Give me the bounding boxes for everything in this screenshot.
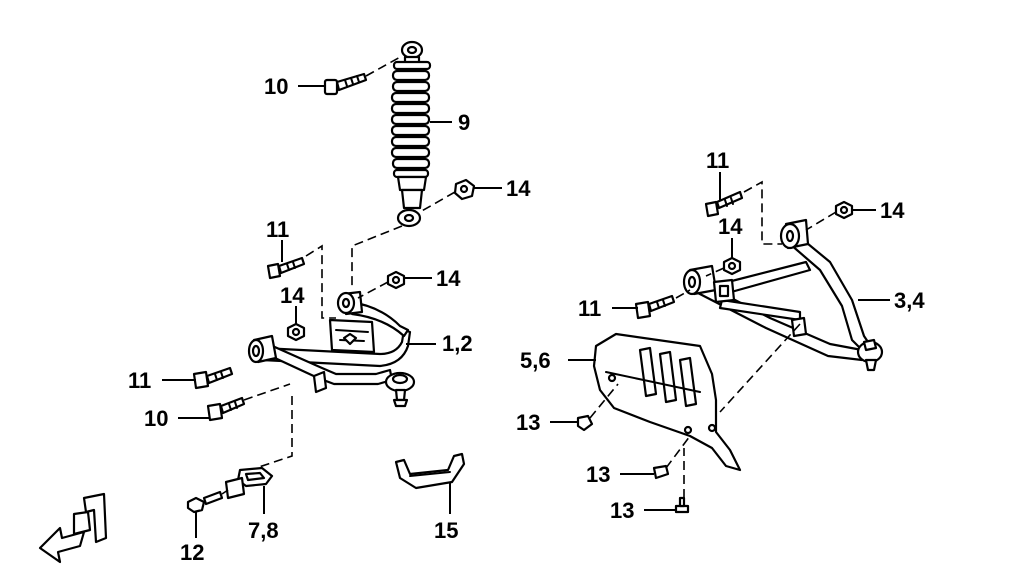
label-11-left-low: 11 [128, 368, 151, 393]
bolt-10-top [323, 72, 368, 96]
label-14-left-b: 14 [436, 266, 461, 291]
label-15: 15 [434, 518, 458, 543]
nut-14-left-a [286, 322, 306, 342]
label-11-right: 11 [706, 148, 729, 173]
label-10-top: 10 [264, 74, 288, 99]
part-labels: 10 9 14 11 14 14 1,2 11 10 12 7,8 15 11 … [128, 74, 925, 565]
shock-absorber [390, 40, 432, 228]
bolt-11-left [266, 256, 306, 280]
bolt-11-right-low [634, 294, 676, 320]
nut-14-right-b [834, 200, 854, 220]
label-1-2: 1,2 [442, 331, 473, 356]
label-14-right-b: 14 [880, 198, 905, 223]
front-direction-arrow-icon [38, 492, 108, 564]
nut-14-right-a [722, 256, 742, 276]
bolt-10-low [206, 396, 246, 422]
skid-plate [592, 332, 742, 472]
screw-13-a [576, 414, 594, 432]
label-9: 9 [458, 110, 470, 135]
screw-13-c [674, 496, 690, 514]
nut-14-left-b [386, 270, 406, 290]
leader-lines [162, 85, 890, 538]
label-5-6: 5,6 [520, 348, 551, 373]
right-a-arm [682, 218, 884, 372]
bolt-11-right [704, 190, 744, 218]
label-13-b: 13 [586, 462, 610, 487]
shock-spring [390, 60, 432, 179]
bolt-12 [186, 490, 224, 514]
label-10-low: 10 [144, 406, 168, 431]
label-13-a: 13 [516, 410, 540, 435]
label-7-8: 7,8 [248, 518, 279, 543]
label-14-right-a: 14 [718, 214, 743, 239]
label-13-c: 13 [610, 498, 634, 523]
label-14-left-a: 14 [280, 283, 305, 308]
bolt-11-left-low [192, 366, 234, 390]
label-12: 12 [180, 540, 204, 565]
label-14-shock: 14 [506, 176, 531, 201]
left-a-arm [247, 290, 416, 408]
nut-14-shock [453, 178, 476, 201]
label-3-4: 3,4 [894, 288, 925, 313]
screw-13-b [652, 464, 670, 480]
label-11-right-low: 11 [578, 296, 601, 321]
bracket-7-8 [224, 466, 274, 500]
guard-15 [394, 452, 466, 490]
label-11-left: 11 [266, 217, 289, 242]
